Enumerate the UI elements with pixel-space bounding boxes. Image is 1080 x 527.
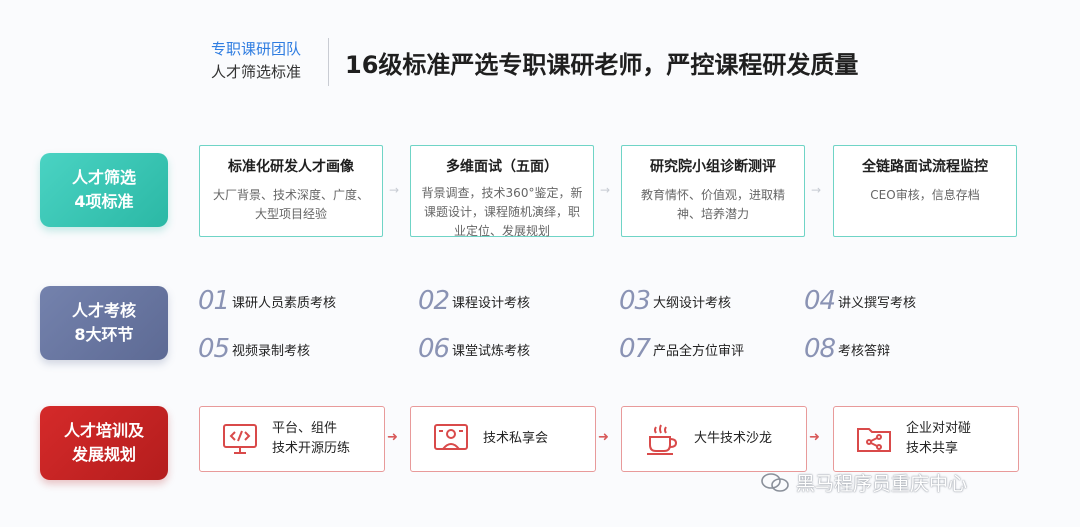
criteria-card-title: 研究院小组诊断测评 bbox=[650, 159, 776, 175]
criteria-card: 全链路面试流程监控 CEO审核，信息存档 bbox=[833, 145, 1017, 237]
step-number: 06 bbox=[418, 334, 450, 364]
criteria-card-title: 多维面试（五面） bbox=[446, 159, 558, 175]
arrow-right-icon: → bbox=[811, 183, 822, 197]
training-card: 大牛技术沙龙 bbox=[621, 406, 807, 472]
training-card: 平台、组件 技术开源历练 bbox=[199, 406, 385, 472]
presentation-icon bbox=[431, 419, 471, 459]
criteria-card-title: 全链路面试流程监控 bbox=[862, 159, 988, 175]
step-label: 课堂试炼考核 bbox=[452, 343, 531, 359]
training-card-line1: 企业对对碰 bbox=[906, 421, 972, 436]
assessment-item: 03 大纲设计考核 bbox=[619, 286, 731, 316]
step-label: 课程设计考核 bbox=[452, 295, 531, 311]
arrow-right-icon: ➜ bbox=[598, 430, 609, 445]
code-monitor-icon bbox=[220, 419, 260, 459]
wechat-icon bbox=[761, 472, 789, 492]
training-card-line1: 技术私享会 bbox=[483, 431, 549, 446]
step-number: 01 bbox=[198, 286, 230, 316]
assessment-item: 06 课堂试炼考核 bbox=[418, 334, 530, 364]
step-label: 考核答辩 bbox=[838, 343, 891, 359]
training-card-line2: 技术开源历练 bbox=[272, 441, 351, 456]
section-label-line1: 人才筛选 bbox=[71, 168, 136, 187]
assessment-item: 05 视频录制考核 bbox=[198, 334, 310, 364]
section-label-line2: 8大环节 bbox=[74, 325, 134, 344]
criteria-card: 研究院小组诊断测评 教育情怀、价值观，进取精神、培养潜力 bbox=[621, 145, 805, 237]
header-divider bbox=[328, 38, 329, 86]
training-card-line1: 平台、组件 bbox=[272, 421, 338, 436]
step-label: 大纲设计考核 bbox=[653, 295, 732, 311]
criteria-card-desc: 大厂背景、技术深度、广度、大型项目经验 bbox=[212, 188, 369, 221]
step-number: 05 bbox=[198, 334, 230, 364]
header-team-label: 专职课研团队 bbox=[211, 40, 302, 58]
folder-share-icon bbox=[854, 419, 894, 459]
step-number: 04 bbox=[804, 286, 836, 316]
training-card-line2: 技术共享 bbox=[906, 441, 959, 456]
watermark: 黑马程序员重庆中心 bbox=[760, 469, 967, 496]
criteria-card-title: 标准化研发人才画像 bbox=[228, 159, 354, 175]
step-label: 讲义撰写考核 bbox=[838, 295, 917, 311]
arrow-right-icon: → bbox=[600, 183, 611, 197]
section-label-line1: 人才考核 bbox=[71, 301, 136, 320]
arrow-right-icon: → bbox=[389, 183, 400, 197]
header-subtitle: 人才筛选标准 bbox=[211, 63, 302, 81]
criteria-card-desc: 教育情怀、价值观，进取精神、培养潜力 bbox=[640, 188, 785, 221]
arrow-right-icon: ➜ bbox=[387, 430, 398, 445]
assessment-item: 01 课研人员素质考核 bbox=[198, 286, 336, 316]
page-title: 16级标准严选专职课研老师，严控课程研发质量 bbox=[345, 51, 859, 79]
assessment-item: 04 讲义撰写考核 bbox=[804, 286, 916, 316]
coffee-cup-icon bbox=[642, 419, 682, 459]
step-number: 08 bbox=[804, 334, 836, 364]
step-number: 02 bbox=[418, 286, 450, 316]
criteria-card-desc: CEO审核，信息存档 bbox=[870, 188, 980, 202]
training-card: 技术私享会 bbox=[410, 406, 596, 472]
step-label: 产品全方位审评 bbox=[653, 343, 745, 359]
watermark-text: 黑马程序员重庆中心 bbox=[796, 473, 968, 495]
arrow-right-icon: ➜ bbox=[809, 430, 820, 445]
section-talent-screening: 人才筛选 4项标准 bbox=[40, 153, 168, 227]
training-card-line1: 大牛技术沙龙 bbox=[694, 431, 773, 446]
section-label-line1: 人才培训及 bbox=[63, 421, 144, 440]
criteria-card: 多维面试（五面） 背景调查，技术360°鉴定，新课题设计，课程随机演绎，职业定位… bbox=[410, 145, 594, 238]
criteria-card-desc: 背景调查，技术360°鉴定，新课题设计，课程随机演绎，职业定位、发展规划 bbox=[421, 186, 583, 238]
step-label: 课研人员素质考核 bbox=[232, 295, 337, 311]
step-number: 03 bbox=[619, 286, 651, 316]
step-number: 07 bbox=[619, 334, 651, 364]
assessment-item: 02 课程设计考核 bbox=[418, 286, 530, 316]
section-talent-assessment: 人才考核 8大环节 bbox=[40, 286, 168, 360]
section-label-line2: 4项标准 bbox=[74, 192, 134, 211]
section-label-line2: 发展规划 bbox=[71, 445, 136, 464]
criteria-card: 标准化研发人才画像 大厂背景、技术深度、广度、大型项目经验 bbox=[199, 145, 383, 237]
training-card: 企业对对碰 技术共享 bbox=[833, 406, 1019, 472]
step-label: 视频录制考核 bbox=[232, 343, 311, 359]
section-talent-training: 人才培训及 发展规划 bbox=[40, 406, 168, 480]
assessment-item: 08 考核答辩 bbox=[804, 334, 890, 364]
assessment-item: 07 产品全方位审评 bbox=[619, 334, 744, 364]
